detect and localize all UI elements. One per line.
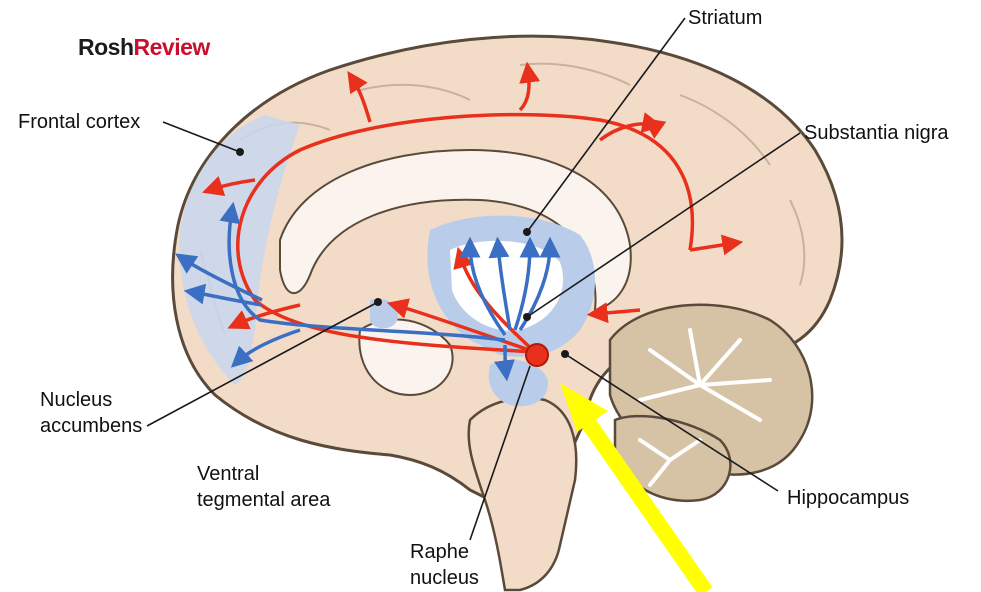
label-nucleus-accumbens-line1: Nucleus: [40, 388, 112, 412]
rosh-review-logo: RoshReview: [78, 34, 210, 61]
label-frontal-cortex: Frontal cortex: [18, 110, 140, 134]
label-vta-line1: Ventral: [197, 462, 259, 486]
label-raphe-line2: nucleus: [410, 566, 479, 590]
brainstem: [469, 398, 577, 590]
label-vta-line2: tegmental area: [197, 488, 330, 512]
label-hippocampus: Hippocampus: [787, 486, 909, 510]
label-raphe-line1: Raphe: [410, 540, 469, 564]
label-striatum: Striatum: [688, 6, 762, 30]
label-substantia-nigra: Substantia nigra: [804, 121, 949, 145]
raphe-nucleus-dot: [526, 344, 548, 366]
label-nucleus-accumbens-line2: accumbens: [40, 414, 142, 438]
